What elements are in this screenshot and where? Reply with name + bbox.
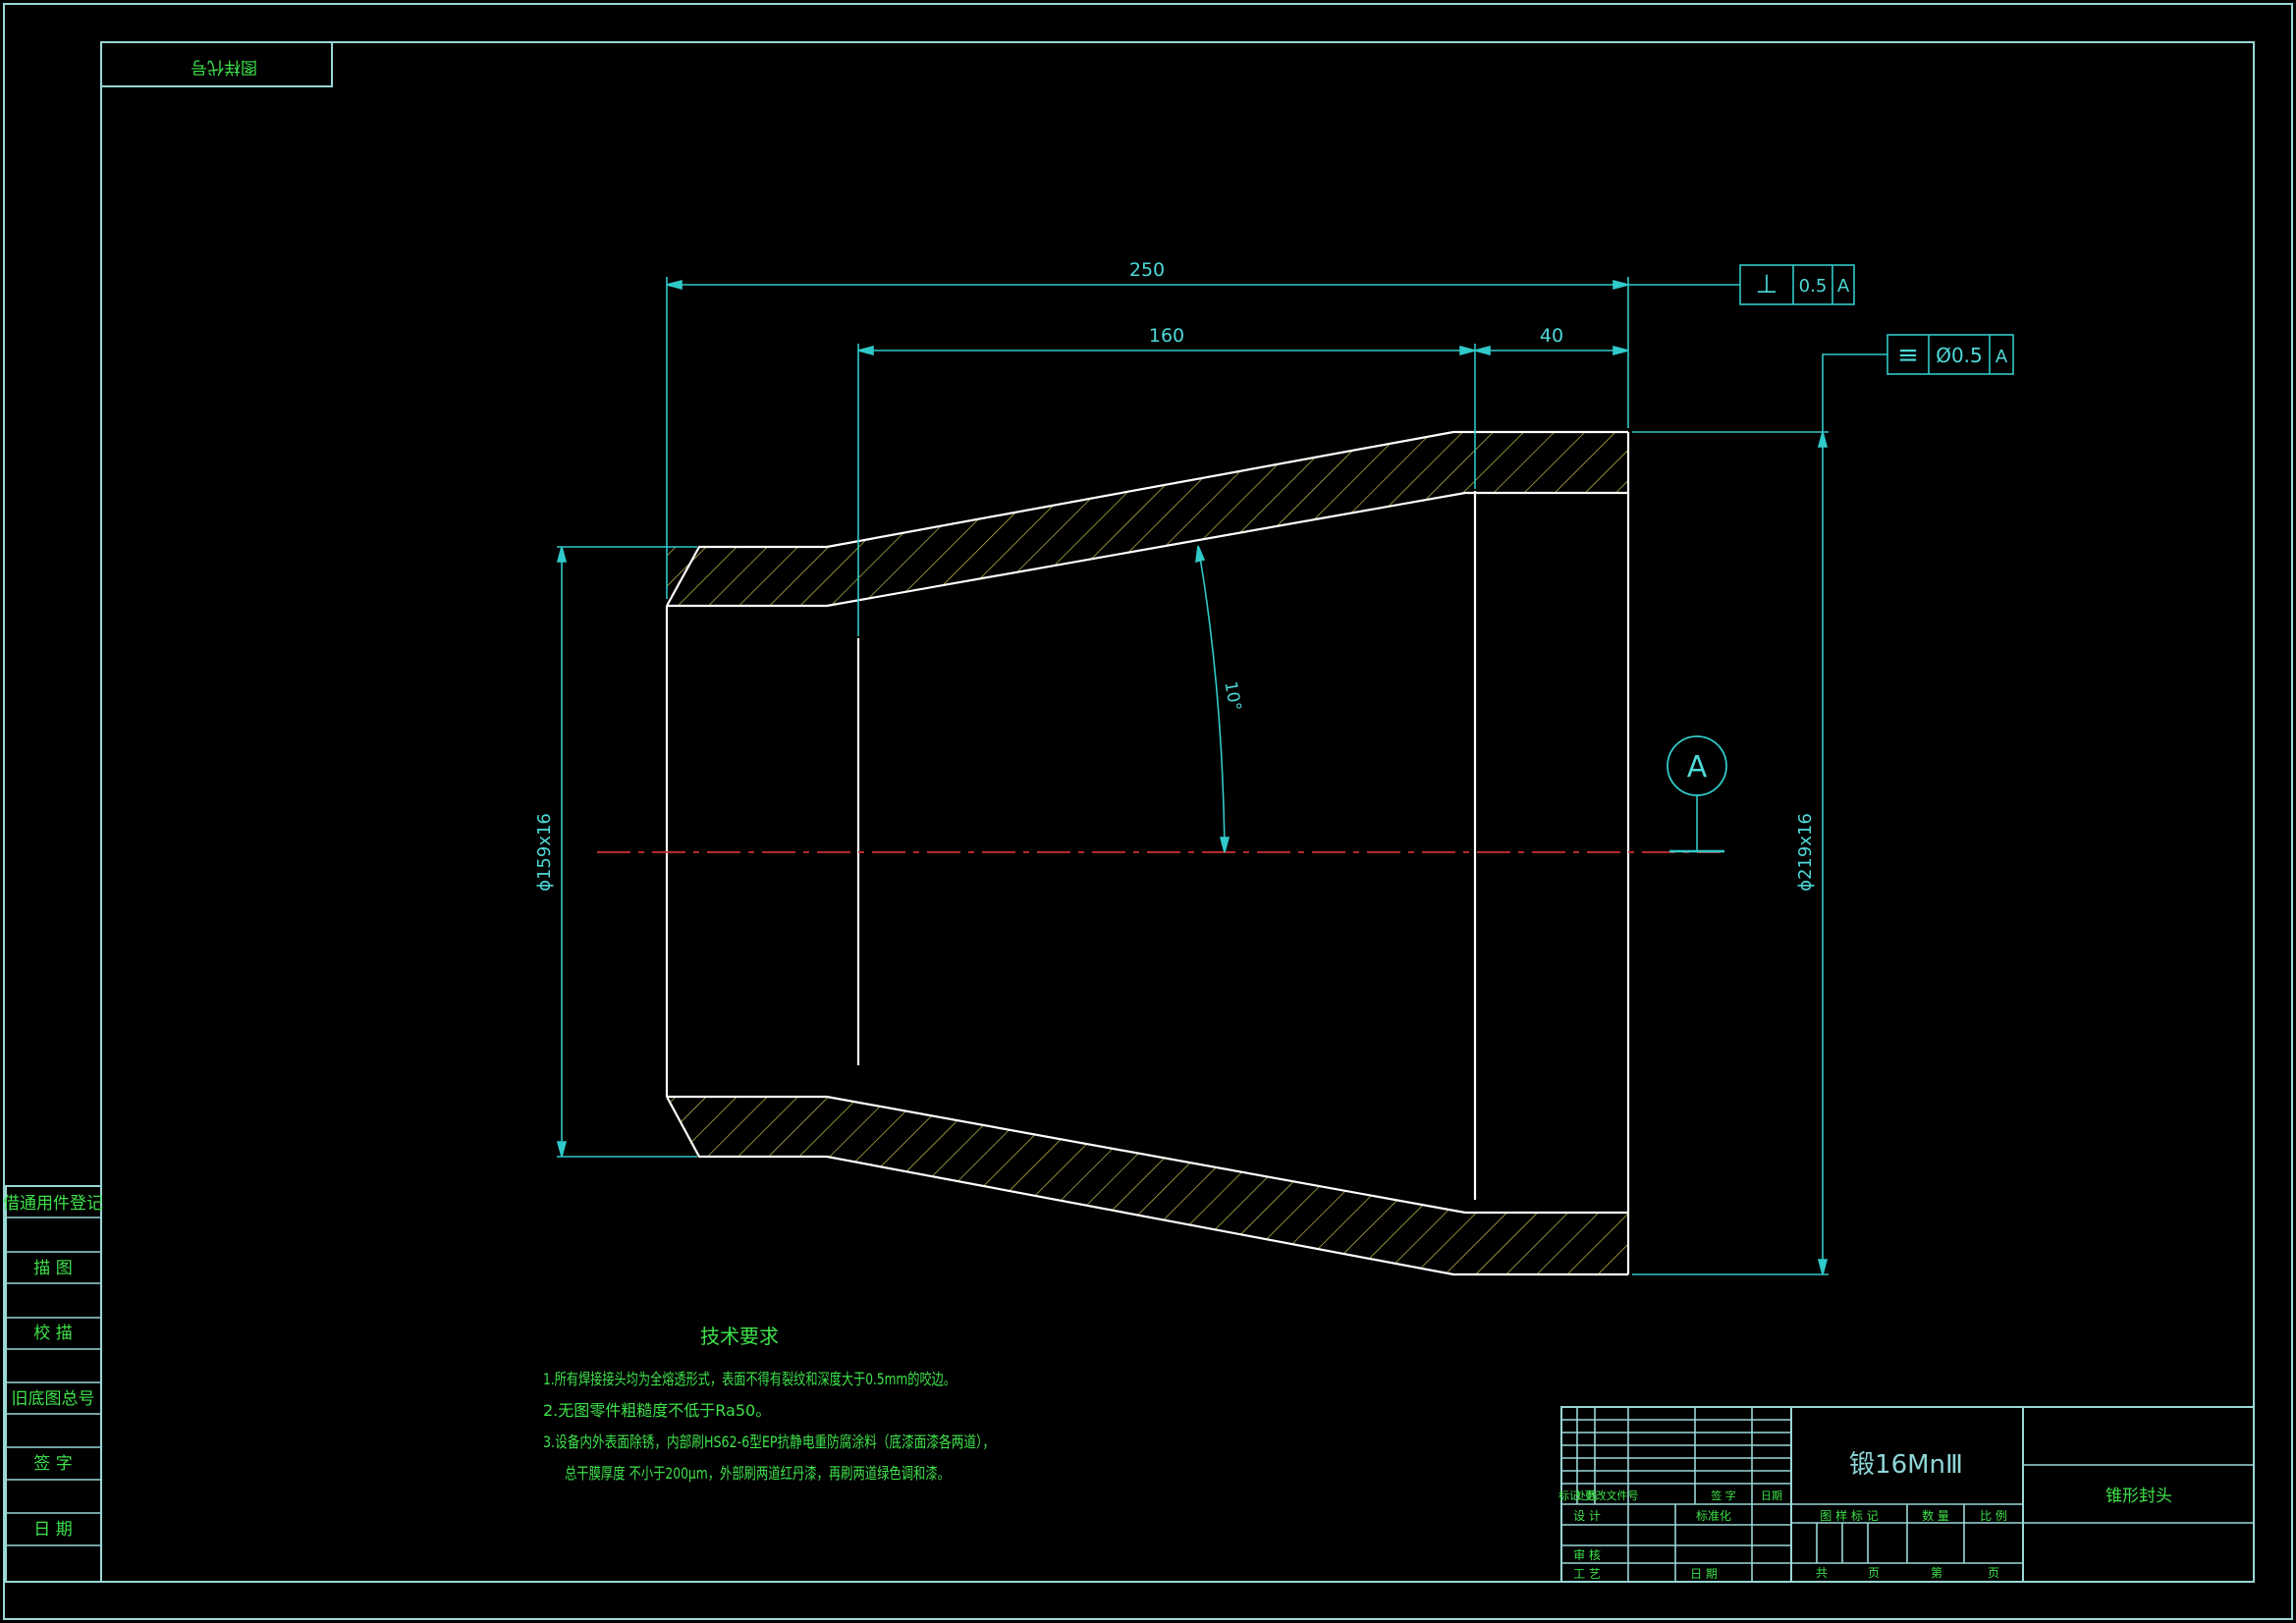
tech-title: 技术要求	[700, 1325, 779, 1348]
sheet-total-unit: 页	[1868, 1566, 1880, 1580]
tech-line-4: 总干膜厚度 不小于200μm，外部刷两道红丹漆，再刷两道绿色调和漆。	[565, 1464, 950, 1483]
stage-header-scale: 比 例	[1980, 1509, 2007, 1523]
tech-line-1: 1.所有焊接接头均为全熔透形式，表面不得有裂纹和深度大于0.5mm的咬边。	[543, 1370, 956, 1388]
role-process: 工 艺	[1573, 1567, 1601, 1581]
side-item-sign: 签 字	[33, 1454, 72, 1474]
datum-label: A	[1687, 750, 1708, 784]
corner-label: 图样代号	[191, 57, 257, 77]
rev-header-count: 处数	[1575, 1489, 1597, 1502]
symmetry-symbol: ≡	[1897, 341, 1919, 370]
corner-label-box: 图样代号	[100, 41, 333, 87]
side-item-old-number: 旧底图总号	[12, 1389, 95, 1409]
lower-wall-hatch	[667, 1097, 1628, 1274]
side-item-borrow: 借通用件登记	[3, 1194, 103, 1214]
tech-requirements: 技术要求 1.所有焊接接头均为全熔透形式，表面不得有裂纹和深度大于0.5mm的咬…	[543, 1325, 995, 1483]
sheet-border	[3, 3, 2293, 1620]
perpendicularity-symbol: ⊥	[1756, 270, 1778, 299]
symmetry-frame: ≡ Ø0.5 A	[1822, 334, 2014, 432]
part-name: 锥形封头	[2105, 1487, 2172, 1506]
sheet-index-label: 第	[1931, 1566, 1942, 1580]
sheet-index-unit: 页	[1988, 1566, 1999, 1580]
side-item-check: 校 描	[33, 1324, 72, 1343]
side-item-trace: 描 图	[33, 1259, 72, 1278]
role-design: 设 计	[1573, 1509, 1601, 1523]
standardization-label: 标准化	[1696, 1509, 1731, 1523]
rev-header-doc: 更改文件号	[1585, 1488, 1639, 1502]
title-block	[1560, 1406, 2255, 1583]
role-review: 审 核	[1573, 1547, 1601, 1562]
dim-overall-length: 250	[1129, 259, 1165, 281]
material-label: 锻16MnⅢ	[1849, 1450, 1963, 1480]
symmetry-datum: A	[1995, 347, 2008, 367]
dimensions	[556, 277, 1829, 1275]
rev-header-sign: 签 字	[1711, 1488, 1736, 1502]
tech-line-2: 2.无图零件粗糙度不低于Ra50。	[543, 1401, 771, 1420]
dim-angle: 10°	[1220, 680, 1244, 713]
dim-large-diameter: ϕ219x16	[1795, 813, 1816, 892]
dim-cone-length: 160	[1149, 325, 1184, 347]
perpendicularity-frame: ⊥ 0.5 A	[1628, 264, 1855, 305]
sheet-total-label: 共	[1816, 1566, 1828, 1580]
side-item-date: 日 期	[33, 1520, 72, 1540]
datum-a: A	[1667, 735, 1727, 853]
dim-small-diameter: ϕ159x16	[534, 813, 555, 892]
stage-header-qty: 数 量	[1922, 1508, 1949, 1523]
dim-straight-length: 40	[1540, 325, 1563, 347]
perpendicularity-value: 0.5	[1799, 276, 1828, 297]
drawing-frame	[100, 41, 2255, 1583]
stage-header-mark: 图 样 标 记	[1820, 1508, 1878, 1523]
tech-line-3: 3.设备内外表面除锈，内部刷HS62-6型EP抗静电重防腐涂料（底漆面漆各两道）…	[543, 1433, 995, 1451]
perpendicularity-datum: A	[1837, 276, 1850, 297]
date-label: 日 期	[1690, 1567, 1718, 1581]
wall-sections	[667, 432, 1628, 1274]
symmetry-value: Ø0.5	[1936, 344, 1983, 367]
rev-header-mark: 标记	[1558, 1488, 1580, 1502]
side-panel: 借通用件登记 描 图 校 描 旧底图总号 签 字 日 期	[3, 1185, 103, 1583]
upper-wall-hatch	[667, 432, 1628, 606]
rev-header-date: 日期	[1761, 1489, 1782, 1502]
